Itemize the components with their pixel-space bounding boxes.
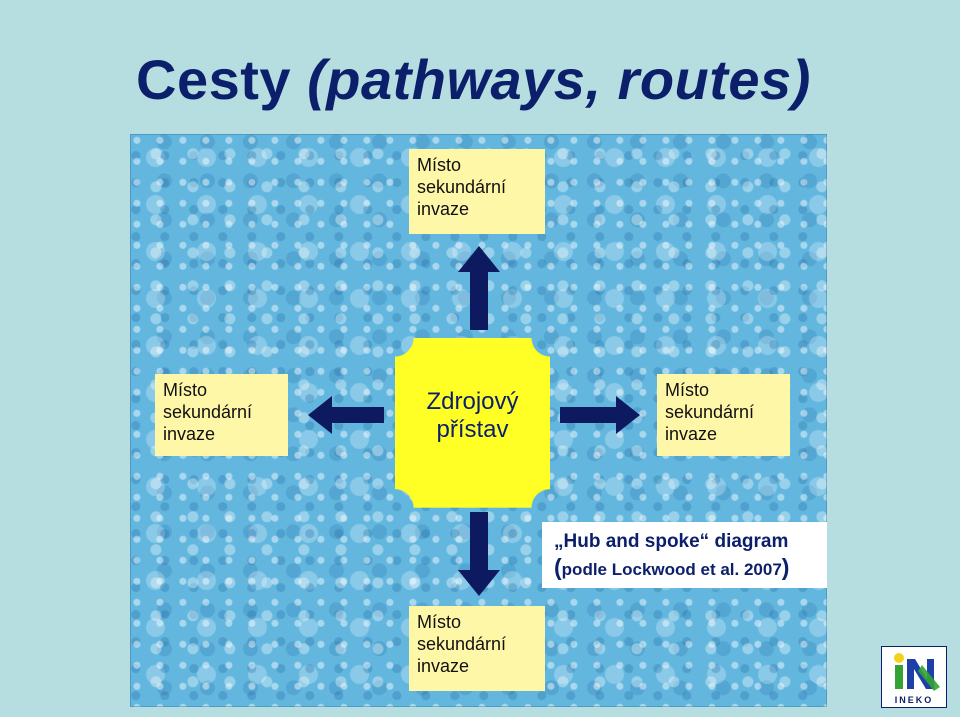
arrow-down-icon [458, 512, 500, 596]
node-bottom-line-3: invaze [417, 656, 470, 676]
arrow-left-icon [308, 396, 384, 434]
hub-label-line-1: Zdrojový [426, 388, 519, 415]
node-top-line-1: Místo [417, 155, 462, 175]
caption-citation: podle Lockwood et al. 2007 [561, 560, 782, 579]
node-bottom-line-1: Místo [417, 612, 462, 632]
node-left: Místo sekundární invaze [155, 374, 288, 456]
logo-text: INEKO [894, 695, 934, 705]
node-left-line-2: sekundární [163, 402, 253, 422]
hub-label-line-2: přístav [436, 416, 509, 443]
node-left-line-3: invaze [163, 424, 216, 444]
node-right-line-2: sekundární [665, 402, 755, 422]
node-right-line-1: Místo [665, 380, 710, 400]
node-top: Místo sekundární invaze [409, 149, 545, 234]
ineko-logo-icon [894, 653, 940, 691]
arrow-up-icon [458, 246, 500, 330]
diagram-panel: Místo sekundární invaze Místo sekundární… [130, 134, 827, 707]
arrow-right-icon [560, 396, 640, 434]
node-left-line-1: Místo [163, 380, 208, 400]
node-bottom: Místo sekundární invaze [409, 606, 545, 691]
ineko-logo: INEKO [881, 646, 947, 708]
node-right: Místo sekundární invaze [657, 374, 790, 456]
diagram-caption: „Hub and spoke“ diagram (podle Lockwood … [542, 522, 827, 588]
caption-line-2: (podle Lockwood et al. 2007) [554, 554, 827, 583]
page-title: Cesty (pathways, routes) [136, 52, 811, 108]
node-bottom-line-2: sekundární [417, 634, 507, 654]
caption-close-paren: ) [781, 554, 790, 580]
caption-open-paren: ( [554, 554, 562, 580]
title-italic: (pathways, routes) [307, 48, 811, 111]
node-top-line-2: sekundární [417, 177, 507, 197]
node-right-line-3: invaze [665, 424, 718, 444]
node-top-line-3: invaze [417, 199, 470, 219]
hub-source-port [395, 338, 550, 508]
title-main: Cesty [136, 48, 308, 111]
caption-line-1: „Hub and spoke“ diagram [554, 531, 789, 552]
hub-label: Zdrojový přístav [395, 388, 550, 444]
